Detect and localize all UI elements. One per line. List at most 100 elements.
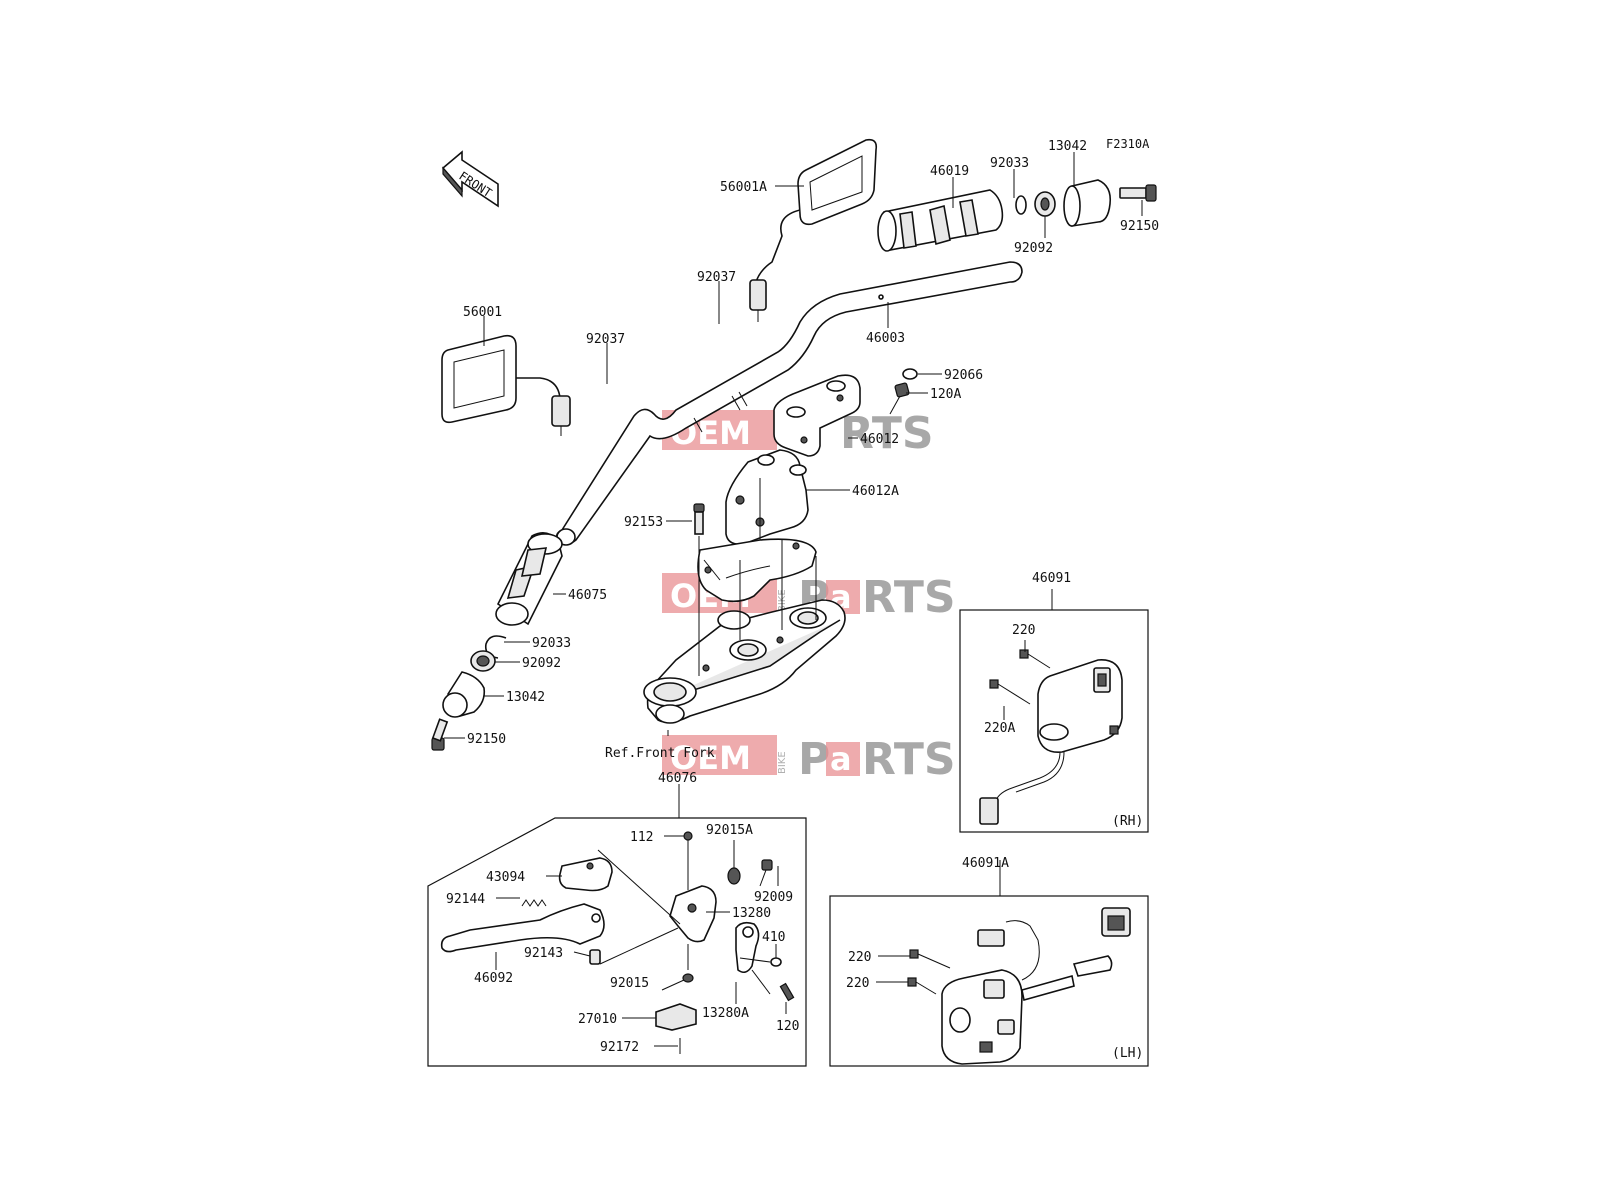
- label-92150-left: 92150: [467, 732, 506, 747]
- left-grip-icon: [495, 532, 563, 626]
- label-ref-front-fork: Ref.Front Fork: [605, 746, 715, 761]
- screw-220A-rh-icon: [989, 679, 1031, 705]
- label-92092-left: 92092: [522, 656, 561, 671]
- pin-92143-icon: [589, 949, 601, 965]
- screw-92150-left-icon: [431, 718, 449, 751]
- svg-text:RTS: RTS: [862, 572, 956, 623]
- washer-410-icon: [770, 957, 782, 967]
- label-46003: 46003: [866, 331, 905, 346]
- label-92153: 92153: [624, 515, 663, 530]
- right-grip-icon: [877, 189, 1004, 252]
- label-92144: 92144: [446, 892, 485, 907]
- label-46091: 46091: [1032, 571, 1071, 586]
- svg-text:OEM: OEM: [670, 739, 751, 777]
- holder-43094-icon: [558, 857, 613, 892]
- lh-switch-box: [829, 895, 1149, 1067]
- label-120A: 120A: [930, 387, 961, 402]
- assembly-guide-lines: [698, 478, 817, 676]
- label-92150-top: 92150: [1120, 219, 1159, 234]
- bar-end-13042-top-icon: [1063, 179, 1112, 227]
- label-43094: 43094: [486, 870, 525, 885]
- label-92092-top: 92092: [1014, 241, 1053, 256]
- bar-end-13042-left-icon: [442, 671, 486, 718]
- weight-92092-top-icon: [1034, 191, 1056, 217]
- svg-text:BIKE: BIKE: [777, 751, 788, 774]
- label-112: 112: [630, 830, 653, 845]
- label-220-lh2: 220: [846, 976, 869, 991]
- lever-assembly-box: [427, 817, 807, 1067]
- bolt-92153-icon: [693, 503, 705, 535]
- label-92015: 92015: [610, 976, 649, 991]
- svg-text:RTS: RTS: [840, 408, 934, 459]
- label-92033-top: 92033: [990, 156, 1029, 171]
- bolt-120-icon: [779, 982, 795, 1002]
- washer-92015A-icon: [727, 867, 741, 885]
- label-56001A: 56001A: [720, 180, 767, 195]
- label-46012A: 46012A: [852, 484, 899, 499]
- label-46075: 46075: [568, 588, 607, 603]
- steering-stem-icon: [643, 599, 846, 724]
- holder-upper-46012-icon: [773, 374, 861, 457]
- label-46091A: 46091A: [962, 856, 1009, 871]
- nut-92015-icon: [682, 973, 694, 983]
- label-27010: 27010: [578, 1012, 617, 1027]
- lever-guide-lines: [597, 849, 771, 995]
- part-labels: 56001A 46019 92033 13042 92150 92092 920…: [446, 139, 1159, 1061]
- label-92015A: 92015A: [706, 823, 753, 838]
- label-120: 120: [776, 1019, 799, 1034]
- label-92009: 92009: [754, 890, 793, 905]
- weight-92092-left-icon: [470, 650, 496, 672]
- label-13042-top: 13042: [1048, 139, 1087, 154]
- label-46012: 46012: [860, 432, 899, 447]
- clamp-13280A-icon: [735, 921, 760, 974]
- switch-27010-icon: [655, 1003, 697, 1031]
- label-46092: 46092: [474, 971, 513, 986]
- svg-text:P: P: [798, 734, 830, 785]
- label-13042-left: 13042: [506, 690, 545, 705]
- label-410: 410: [762, 930, 785, 945]
- watermark-1: OEM RTS: [662, 408, 934, 459]
- label-rh-tag: (RH): [1112, 814, 1143, 829]
- front-arrow-icon: FRONT: [441, 150, 499, 208]
- screw-92150-top-icon: [1119, 184, 1157, 202]
- label-220-rh: 220: [1012, 623, 1035, 638]
- spring-92144-icon: [521, 899, 547, 907]
- clamp-13280-icon: [669, 885, 717, 943]
- label-92172: 92172: [600, 1040, 639, 1055]
- svg-text:RTS: RTS: [862, 734, 956, 785]
- label-92037-b: 92037: [586, 332, 625, 347]
- label-92066: 92066: [944, 368, 983, 383]
- label-46076: 46076: [658, 771, 697, 786]
- leader-lines: [444, 152, 1143, 1047]
- lever-46092-icon: [440, 903, 605, 953]
- label-92037-a: 92037: [697, 270, 736, 285]
- washer-92066-icon: [902, 368, 918, 380]
- screw-220-lh2-icon: [907, 977, 937, 995]
- svg-text:a: a: [830, 740, 852, 778]
- label-92143: 92143: [524, 946, 563, 961]
- label-220A: 220A: [984, 721, 1015, 736]
- bolt-92009-icon: [759, 859, 773, 887]
- lh-switch-icon: [941, 907, 1131, 1065]
- label-220-lh1: 220: [848, 950, 871, 965]
- figure-code: F2310A: [1106, 137, 1150, 151]
- screw-220-lh1-icon: [909, 949, 951, 969]
- bolt-112-icon: [683, 831, 693, 890]
- label-56001: 56001: [463, 305, 502, 320]
- holder-lower-46012A-icon: [725, 449, 809, 546]
- watermark-3: OEM BIKE P a RTS: [662, 734, 956, 785]
- label-46019: 46019: [930, 164, 969, 179]
- rh-switch-box: [959, 609, 1149, 833]
- bolt-120A-icon: [889, 382, 910, 415]
- bracket-icon: [697, 538, 817, 603]
- label-13280A: 13280A: [702, 1006, 749, 1021]
- label-lh-tag: (LH): [1112, 1046, 1143, 1061]
- rh-switch-icon: [979, 659, 1123, 825]
- mirror-left-icon: [441, 334, 571, 436]
- ring-92033-top-icon: [1015, 195, 1027, 215]
- label-13280: 13280: [732, 906, 771, 921]
- screw-220-rh-icon: [1019, 649, 1051, 669]
- label-92033-left: 92033: [532, 636, 571, 651]
